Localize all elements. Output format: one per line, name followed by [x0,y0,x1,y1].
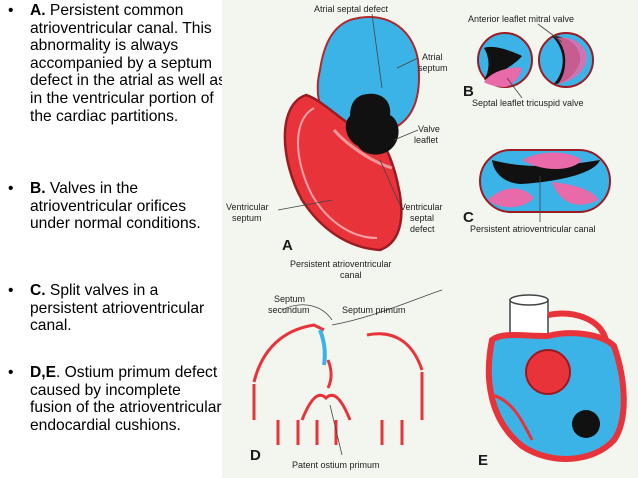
label-septum-primum: Septum primum [342,305,406,315]
label-ventricular-septum-1: Ventricular [226,202,269,212]
panel-e-heart [485,294,627,462]
panel-b-valves [477,23,594,99]
panel-a-heart [277,13,420,252]
ventricle-wall-inner [297,107,378,239]
bullet-text: A. Persistent common atrioventricular ca… [30,2,226,125]
label-vsd-2: septal [410,213,434,223]
label-persistent-canal-c: Persistent atrioventricular canal [470,224,596,234]
bullet-marker: • [8,180,14,197]
bullet-marker: • [8,282,14,299]
bullet-text: B. Valves in the atrioventricular orific… [30,180,226,233]
bullet-body: Persistent common atrioventricular canal… [30,2,226,125]
panel-label-d: D [250,447,261,464]
bullet-lead: C. [30,282,46,299]
label-atrial-septum-2: septum [418,63,448,73]
panel-c-split-valves [479,149,611,222]
label-vsd-1: Ventricular [400,202,443,212]
label-caption-a-1: Persistent atrioventricular [290,259,392,269]
panel-label-a: A [282,237,293,254]
septal-defect-black [345,93,399,155]
bullet-text: D,E. Ostium primum defect caused by inco… [30,364,226,434]
bullet-marker: • [8,364,14,381]
panel-label-b: B [463,83,474,100]
label-valve-leaflet-2: leaflet [414,135,439,145]
bullet-body: Valves in the atrioventricular orifices … [30,180,201,233]
label-atrial-septal-defect: Atrial septal defect [314,4,389,14]
label-ventricular-septum-2: septum [232,213,262,223]
label-caption-a-2: canal [340,270,362,280]
label-septal-leaflet: Septal leaflet tricuspid valve [472,98,584,108]
panel-label-c: C [463,209,474,226]
septum-stripe [332,129,393,170]
bullet-body: Split valves in a persistent atrioventri… [30,282,205,335]
label-septum-secundum-2: secundum [268,305,310,315]
label-patent-ostium: Patent ostium primum [292,460,380,470]
bullet-lead: A. [30,2,46,19]
panel-label-e: E [478,452,488,469]
bullet-text: C. Split valves in a persistent atrioven… [30,282,226,335]
bullet-lead: B. [30,180,46,197]
label-valve-leaflet-1: Valve [418,124,440,134]
panel-d-septa [252,289,443,456]
label-atrial-septum-1: Atrial [422,52,443,62]
label-anterior-leaflet: Anterior leaflet mitral valve [468,14,574,24]
label-septum-secundum-1: Septum [274,294,305,304]
bullet-marker: • [8,2,14,19]
bullet-lead: D,E [30,364,56,381]
heart-diagram-figure: Atrial septal defect Atrial septum Valve… [222,0,638,478]
bullet-body: . Ostium primum defect caused by incompl… [30,364,222,434]
label-vsd-3: defect [410,224,435,234]
